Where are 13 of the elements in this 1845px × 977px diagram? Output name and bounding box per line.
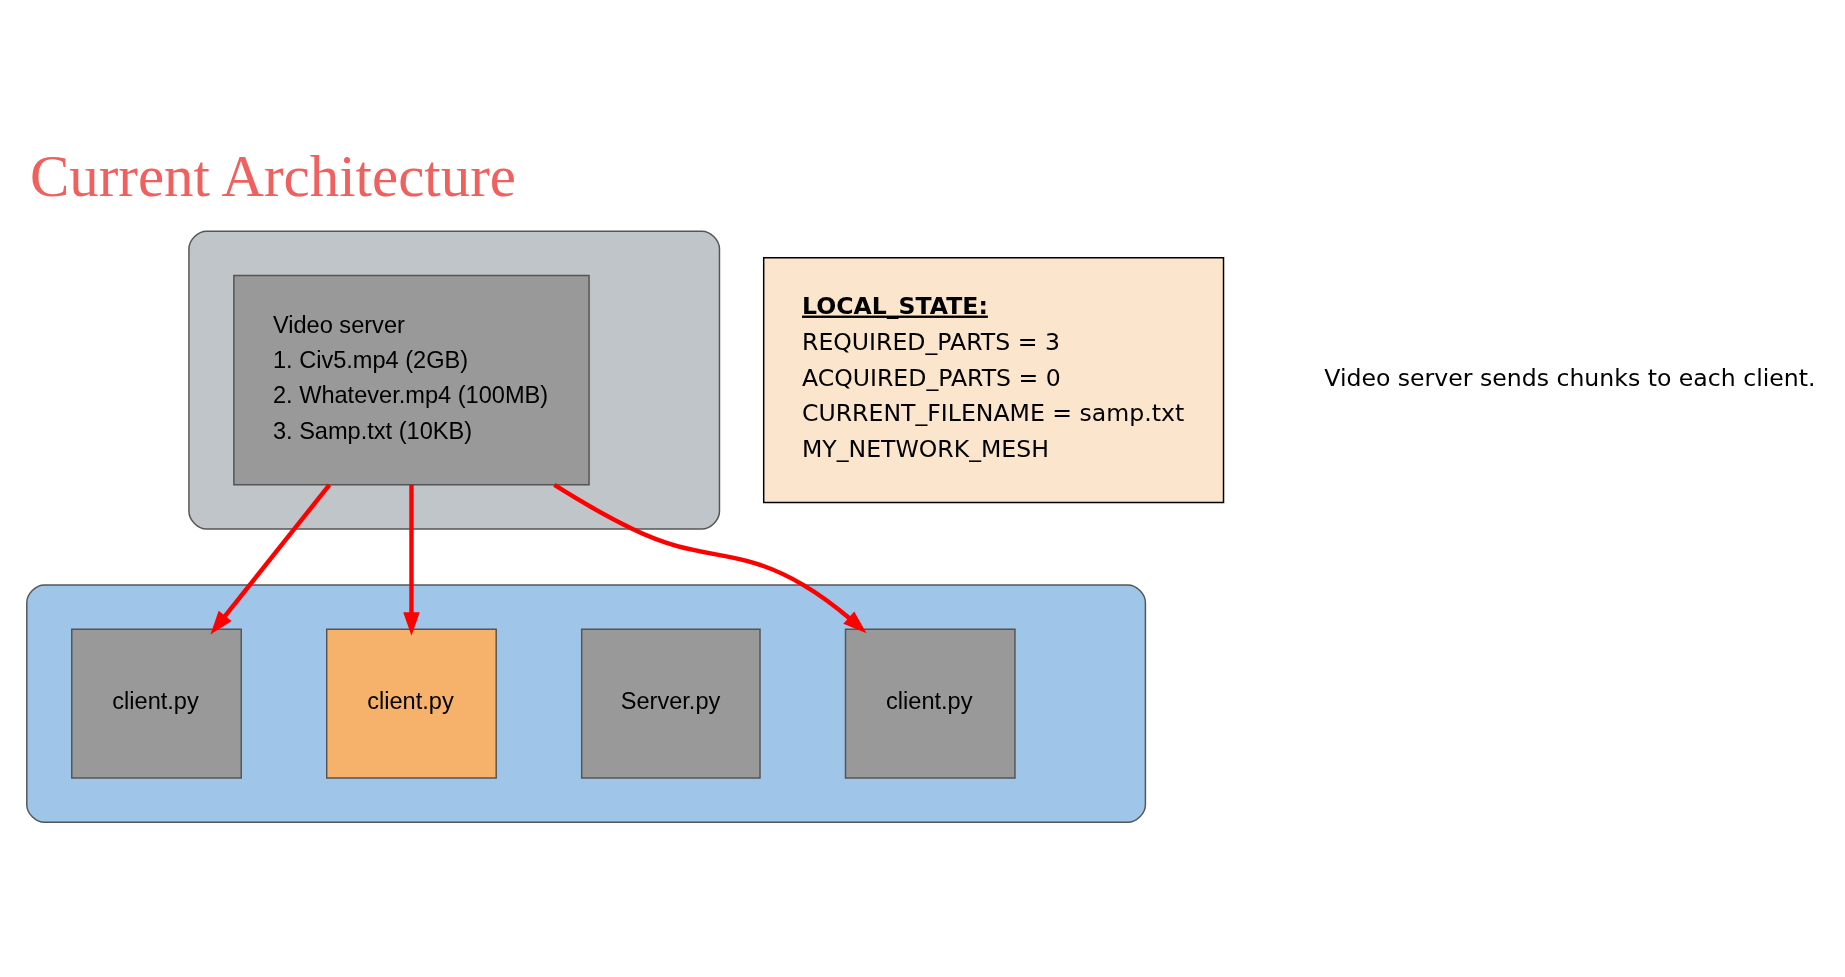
node-box: Video server 1. Civ5.mp4 (2GB) 2. Whatever.mp4 (100MB) 3. Samp.txt (10KB) bbox=[233, 274, 590, 486]
arrow bbox=[210, 483, 332, 635]
cluster bbox=[188, 230, 721, 530]
arrow bbox=[553, 483, 867, 634]
node-box: LOCAL_STATE: REQUIRED_PARTS = 3 ACQUIRED_PARTS = 0 CURRENT_FILENAME = samp.txt MY_NETWORK_MESH bbox=[762, 257, 1225, 504]
cluster bbox=[26, 584, 1147, 824]
node-box: client.py bbox=[326, 628, 497, 779]
arrow bbox=[403, 484, 420, 636]
node-box: client.py bbox=[844, 628, 1016, 779]
node-box: client.py bbox=[71, 628, 242, 779]
node-box: Server.py bbox=[580, 628, 761, 779]
label: Video server sends chunks to each client. bbox=[1324, 363, 1816, 392]
diagram-title: Current Architecture bbox=[29, 142, 516, 209]
